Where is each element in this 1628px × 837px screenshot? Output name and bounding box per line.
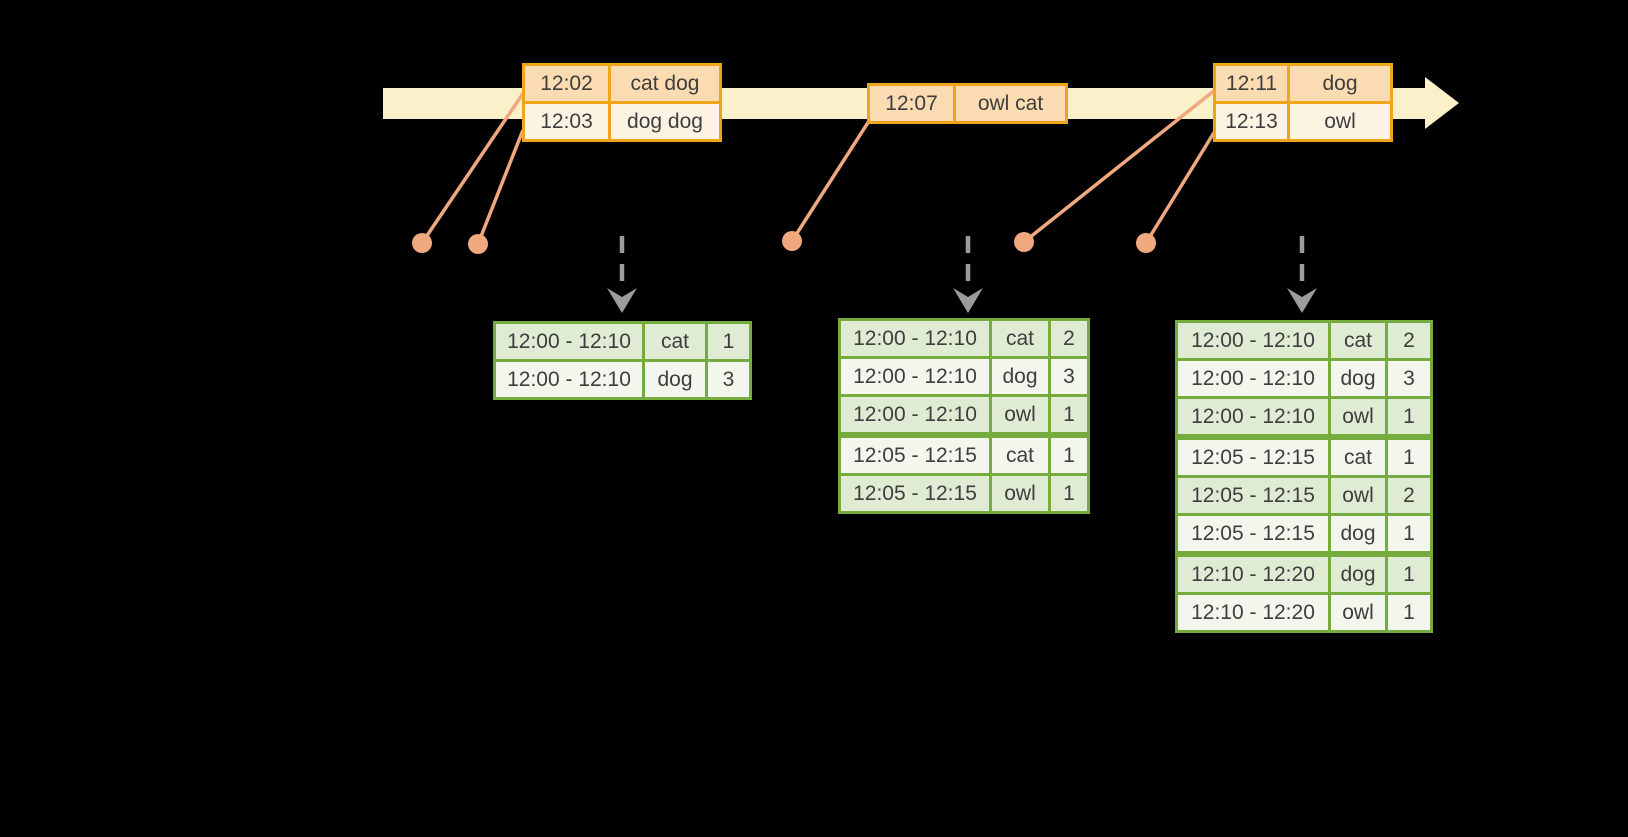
count-cell: 2 [1388,323,1430,358]
event-row: 12:02 cat dog [525,66,719,101]
event-words: cat dog [611,66,719,101]
word-cell: cat [1331,323,1385,358]
word-cell: owl [1331,595,1385,630]
window-cell: 12:05 - 12:15 [1178,516,1328,551]
count-cell: 1 [1388,399,1430,434]
connector-line [420,91,526,244]
word-cell: owl [992,476,1048,511]
window-cell: 12:00 - 12:10 [1178,399,1328,434]
result-table-2: 12:00 - 12:10 cat 2 12:00 - 12:10 dog 3 … [838,318,1090,514]
word-cell: owl [1331,478,1385,513]
event-dot [1014,232,1034,252]
event-time: 12:02 [525,66,608,101]
count-cell: 2 [1051,321,1087,356]
result-row: 12:05 - 12:15 cat 1 [1178,440,1430,475]
count-cell: 1 [1051,438,1087,473]
count-cell: 1 [1388,440,1430,475]
word-cell: dog [992,359,1048,394]
connector-line [1022,88,1217,244]
result-row: 12:05 - 12:15 owl 2 [1178,478,1430,513]
window-cell: 12:05 - 12:15 [841,438,989,473]
count-cell: 3 [708,362,749,397]
result-row: 12:00 - 12:10 dog 3 [1178,361,1430,396]
event-row: 12:07 owl cat [870,86,1065,121]
event-row: 12:03 dog dog [525,104,719,139]
event-time: 12:11 [1216,66,1287,101]
result-table-1: 12:00 - 12:10 cat 1 12:00 - 12:10 dog 3 [493,321,752,400]
event-row: 12:13 owl [1216,104,1390,139]
event-time: 12:07 [870,86,953,121]
result-row: 12:00 - 12:10 cat 2 [841,321,1087,356]
result-row: 12:10 - 12:20 dog 1 [1178,557,1430,592]
trigger-arrowhead-icon [607,288,637,313]
count-cell: 3 [1051,359,1087,394]
window-cell: 12:00 - 12:10 [496,362,642,397]
window-cell: 12:05 - 12:15 [1178,440,1328,475]
window-cell: 12:05 - 12:15 [841,476,989,511]
result-row: 12:05 - 12:15 cat 1 [841,438,1087,473]
result-row: 12:00 - 12:10 dog 3 [496,362,749,397]
event-dot [1136,233,1156,253]
event-dot [782,231,802,251]
word-cell: dog [1331,516,1385,551]
window-cell: 12:00 - 12:10 [841,397,989,432]
count-cell: 1 [1051,397,1087,432]
window-cell: 12:00 - 12:10 [496,324,642,359]
count-cell: 3 [1388,361,1430,396]
event-table-2: 12:07 owl cat [867,83,1068,124]
count-cell: 1 [708,324,749,359]
event-dot [468,234,488,254]
count-cell: 1 [1051,476,1087,511]
result-row: 12:05 - 12:15 dog 1 [1178,516,1430,551]
count-cell: 1 [1388,595,1430,630]
event-time: 12:13 [1216,104,1287,139]
event-words: dog [1290,66,1390,101]
connector-line [476,129,525,245]
word-cell: cat [645,324,705,359]
word-cell: dog [1331,557,1385,592]
window-cell: 12:10 - 12:20 [1178,557,1328,592]
result-row: 12:05 - 12:15 owl 1 [841,476,1087,511]
result-row: 12:00 - 12:10 cat 2 [1178,323,1430,358]
result-row: 12:00 - 12:10 dog 3 [841,359,1087,394]
connector-line [790,120,871,242]
count-cell: 1 [1388,557,1430,592]
result-row: 12:00 - 12:10 cat 1 [496,324,749,359]
trigger-arrowhead-icon [1287,288,1317,313]
event-time: 12:03 [525,104,608,139]
event-table-3: 12:11 dog 12:13 owl [1213,63,1393,142]
trigger-arrowhead-icon [953,288,983,313]
window-cell: 12:00 - 12:10 [1178,361,1328,396]
word-cell: owl [1331,399,1385,434]
word-cell: cat [992,321,1048,356]
window-cell: 12:00 - 12:10 [1178,323,1328,358]
connector-line [1144,130,1217,244]
window-cell: 12:10 - 12:20 [1178,595,1328,630]
word-cell: owl [992,397,1048,432]
word-cell: cat [1331,440,1385,475]
event-dot [412,233,432,253]
event-words: owl cat [956,86,1065,121]
count-cell: 2 [1388,478,1430,513]
event-row: 12:11 dog [1216,66,1390,101]
event-table-1: 12:02 cat dog 12:03 dog dog [522,63,722,142]
word-cell: dog [645,362,705,397]
word-cell: dog [1331,361,1385,396]
count-cell: 1 [1388,516,1430,551]
result-row: 12:00 - 12:10 owl 1 [841,397,1087,432]
window-cell: 12:00 - 12:10 [841,321,989,356]
result-row: 12:10 - 12:20 owl 1 [1178,595,1430,630]
result-row: 12:00 - 12:10 owl 1 [1178,399,1430,434]
result-table-3: 12:00 - 12:10 cat 2 12:00 - 12:10 dog 3 … [1175,320,1433,633]
window-cell: 12:05 - 12:15 [1178,478,1328,513]
word-cell: cat [992,438,1048,473]
window-cell: 12:00 - 12:10 [841,359,989,394]
timeline-arrowhead-icon [1425,77,1459,129]
event-words: dog dog [611,104,719,139]
event-words: owl [1290,104,1390,139]
